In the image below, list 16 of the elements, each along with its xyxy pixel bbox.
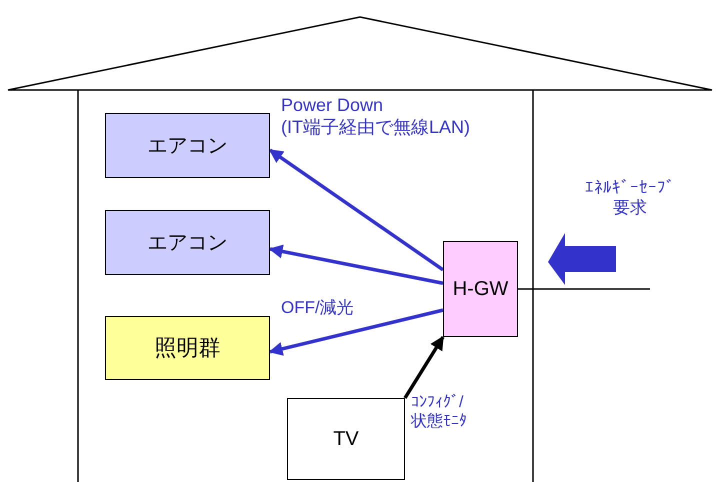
node-label: TV: [333, 428, 359, 450]
node-label: H-GW: [452, 278, 508, 300]
arrow: [268, 308, 444, 356]
arrow: [268, 244, 444, 285]
device-box: [105, 316, 270, 380]
connector-line: [518, 288, 650, 290]
request-label: ｴﾈﾙｷﾞｰｾｰﾌﾞ要求: [584, 178, 676, 219]
device-box: [105, 113, 270, 178]
device-box: [287, 398, 405, 480]
arrow: [268, 148, 444, 272]
device-box: [443, 241, 518, 337]
device-box: [105, 210, 270, 275]
arrow: [404, 336, 444, 399]
node-label: 照明群: [154, 334, 220, 362]
node-label: エアコン: [148, 231, 228, 256]
node-label: エアコン: [148, 134, 228, 159]
